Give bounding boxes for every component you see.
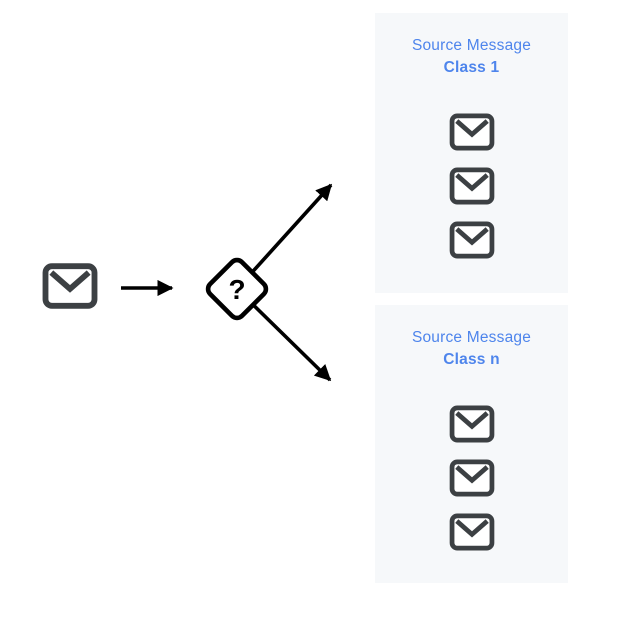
class-box-1-title: Source Message Class 1 — [412, 35, 531, 79]
class-box-1-title-line2: Class 1 — [443, 59, 500, 76]
class-box-n-title-line1: Source Message — [411, 329, 532, 346]
class-box-1-envelope-stack — [449, 113, 495, 259]
class-box-n-title: Source Message Class n — [412, 327, 531, 371]
envelope-icon — [449, 513, 495, 551]
class-box-n-envelope-stack — [449, 405, 495, 551]
classifier-diamond: ? — [205, 257, 269, 321]
envelope-icon — [449, 459, 495, 497]
envelope-icon — [449, 221, 495, 259]
class-box-1-title-line1: Source Message — [411, 37, 532, 54]
class-box-n: Source Message Class n — [375, 305, 568, 583]
input-message-envelope-icon — [42, 262, 98, 310]
class-box-1: Source Message Class 1 — [375, 13, 568, 293]
envelope-icon — [449, 113, 495, 151]
envelope-icon — [449, 405, 495, 443]
envelope-icon — [449, 167, 495, 205]
class-box-n-title-line2: Class n — [443, 351, 500, 368]
classifier-symbol: ? — [228, 274, 245, 305]
